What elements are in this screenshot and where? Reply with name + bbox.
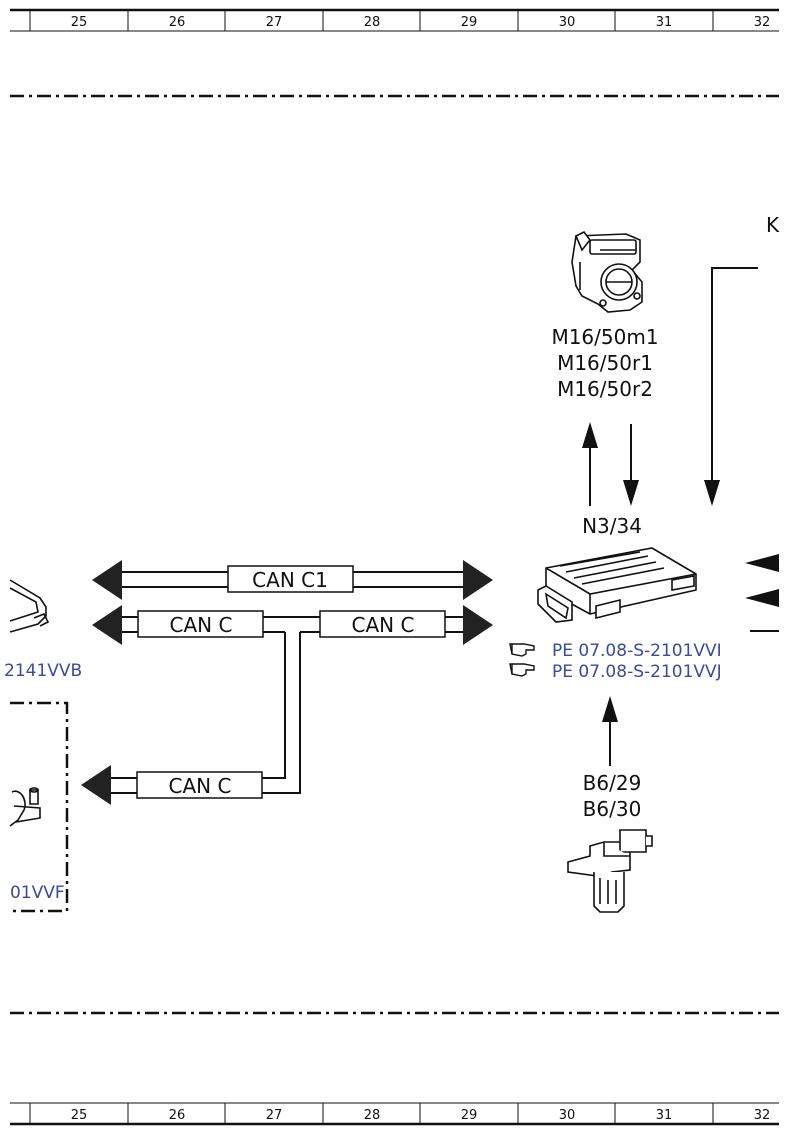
can-c-branch <box>262 632 301 794</box>
top-ruler-col-3: 27 <box>266 15 283 30</box>
k-signal-line <box>704 267 758 506</box>
ecu-reference-link-1[interactable]: PE 07.08-S-2101VVI <box>552 641 722 661</box>
can-c1-label: CAN C1 <box>252 568 328 592</box>
left-reference-link-lower[interactable]: 01VVF <box>10 883 65 903</box>
top-ruler-col-2: 26 <box>169 15 186 30</box>
ecu-module-icon <box>537 547 697 623</box>
throttle-label-line-3: M16/50r2 <box>557 377 653 401</box>
bottom-ruler-col-8: 32 <box>754 1108 771 1123</box>
top-ruler-col-8: 32 <box>754 15 771 30</box>
throttle-ecu-arrows <box>582 422 639 506</box>
ecu-reference-1[interactable]: PE 07.08-S-2101VVI <box>509 641 722 661</box>
bottom-ruler-col-5: 29 <box>461 1108 478 1123</box>
throttle-label-line-2: M16/50r1 <box>557 351 653 375</box>
can-c1-right-arrow <box>463 560 493 600</box>
right-inbound-arrows <box>745 554 779 632</box>
top-ruler-col-4: 28 <box>364 15 381 30</box>
bottom-ruler-col-3: 27 <box>266 1108 283 1123</box>
sensor-label-line-2: B6/30 <box>583 797 642 821</box>
left-reference-link-upper[interactable]: 2141VVB <box>4 661 82 681</box>
top-ruler-col-7: 31 <box>656 15 673 30</box>
top-ruler-col-5: 29 <box>461 15 478 30</box>
bottom-ruler-col-4: 28 <box>364 1108 381 1123</box>
can-c-bus: CAN C CAN C <box>92 605 493 645</box>
up-arrow-to-throttle <box>582 422 598 448</box>
top-ruler-col-1: 25 <box>71 15 88 30</box>
can-c-left-label: CAN C <box>170 613 233 637</box>
sensor-label-line-1: B6/29 <box>583 771 642 795</box>
bottom-ruler-col-1: 25 <box>71 1108 88 1123</box>
can-c-right-label: CAN C <box>352 613 415 637</box>
left-component-icon <box>9 787 41 827</box>
bottom-ruler-col-6: 30 <box>559 1108 576 1123</box>
can-c-lower-bus: CAN C <box>81 765 263 805</box>
bottom-ruler-col-7: 31 <box>656 1108 673 1123</box>
top-ruler-col-6: 30 <box>559 15 576 30</box>
can-c-lower-left-arrow <box>81 765 111 805</box>
ecu-label: N3/34 <box>582 514 642 538</box>
pointing-hand-icon <box>509 643 535 657</box>
can-c1-bus: CAN C1 <box>92 560 493 600</box>
k-edge-label: K <box>766 213 780 237</box>
can-c-left-arrow <box>92 605 122 645</box>
left-module-icon <box>9 579 50 633</box>
down-arrow-to-ecu <box>623 480 639 506</box>
can-c-lower-label: CAN C <box>169 774 232 798</box>
camshaft-sensor-icon <box>567 829 653 913</box>
pointing-hand-icon <box>509 663 535 677</box>
bottom-ruler: 25 26 27 28 29 30 31 32 <box>10 1102 779 1126</box>
ecu-reference-link-2[interactable]: PE 07.08-S-2101VVJ <box>552 662 722 682</box>
bottom-ruler-col-2: 26 <box>169 1108 186 1123</box>
sensor-ecu-arrow <box>602 696 618 766</box>
left-group-border <box>10 701 69 913</box>
can-c-right-arrow <box>463 605 493 645</box>
ecu-reference-2[interactable]: PE 07.08-S-2101VVJ <box>509 662 722 682</box>
throttle-valve-icon <box>571 230 643 313</box>
throttle-label-line-1: M16/50m1 <box>551 325 658 349</box>
top-ruler: 25 26 27 28 29 30 31 32 <box>10 8 779 32</box>
can-c1-left-arrow <box>92 560 122 600</box>
